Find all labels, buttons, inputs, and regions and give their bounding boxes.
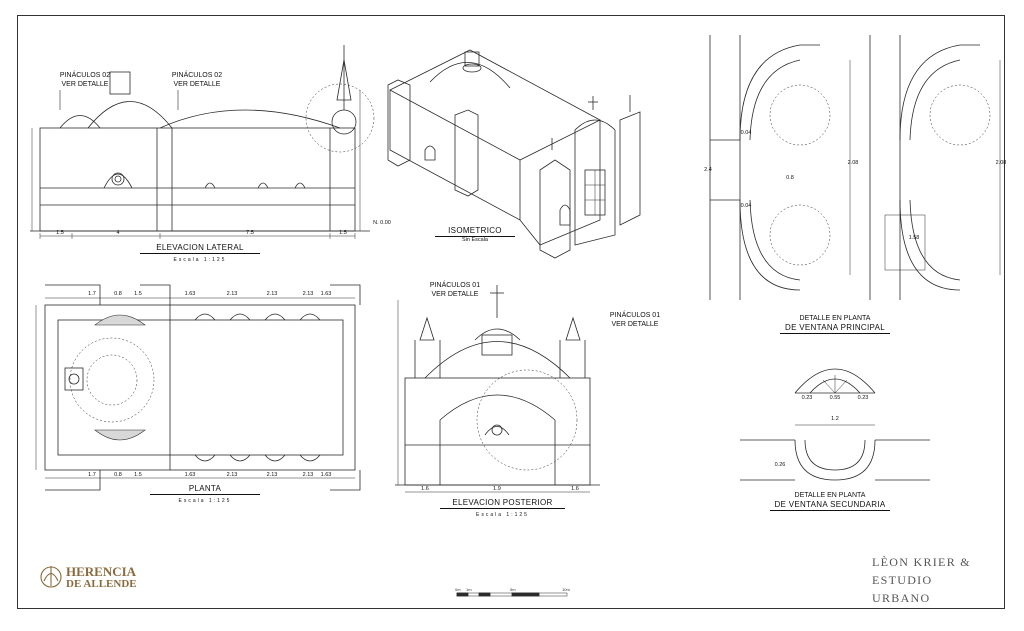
dim-label: 0.04 bbox=[740, 130, 752, 136]
title-ventana-secundaria: DETALLE EN PLANTA DE VENTANA SECUNDARIA bbox=[770, 491, 890, 511]
dim-label: 0.8 bbox=[114, 472, 122, 478]
scalebar-label: 5m bbox=[510, 587, 516, 592]
dim-label: 1.7 bbox=[88, 291, 96, 297]
dim-label: 0.8 bbox=[786, 175, 794, 181]
dim-label: 1.6 bbox=[571, 486, 579, 492]
dim-label: 0.55 bbox=[829, 395, 841, 401]
dim-label: 2.08 bbox=[847, 160, 859, 166]
level-marker: N. 0.00 bbox=[373, 220, 391, 226]
brand-name: HERENCIA DE ALLENDE bbox=[66, 564, 137, 590]
dim-label: 1.63 bbox=[184, 472, 196, 478]
dim-label: 1.58 bbox=[908, 235, 920, 241]
dim-label: 4 bbox=[116, 230, 120, 236]
dim-label: 1.5 bbox=[134, 291, 142, 297]
dim-label: 1.5 bbox=[56, 230, 64, 236]
dim-label: 2.13 bbox=[266, 472, 278, 478]
dim-label: 1.63 bbox=[184, 291, 196, 297]
scalebar-label: 1m bbox=[466, 587, 472, 592]
scale-bar bbox=[456, 592, 568, 597]
elevacion-posterior-drawing bbox=[395, 285, 600, 493]
title-elevacion-lateral: ELEVACION LATERAL Escala 1:125 bbox=[140, 243, 260, 265]
title-ventana-principal: DETALLE EN PLANTA DE VENTANA PRINCIPAL bbox=[780, 314, 890, 334]
title-planta: PLANTA Escala 1:125 bbox=[150, 484, 260, 506]
title-isometrico: ISOMETRICO Sin Escala bbox=[435, 226, 515, 244]
elevacion-lateral-drawing bbox=[30, 45, 375, 239]
dim-label: 1.5 bbox=[339, 230, 347, 236]
dim-label: 2.13 bbox=[266, 291, 278, 297]
firm-name: LÈON KRIER & ESTUDIO URBANO bbox=[872, 555, 971, 605]
dim-label: 0.8 bbox=[114, 291, 122, 297]
dim-label: 1.7 bbox=[88, 472, 96, 478]
title-elevacion-posterior: ELEVACION POSTERIOR Escala 1:125 bbox=[440, 498, 565, 520]
dim-label: 0.23 bbox=[801, 395, 813, 401]
scalebar-label: 0m bbox=[455, 587, 461, 592]
dim-label: 1.63 bbox=[320, 291, 332, 297]
dim-label: 1.63 bbox=[320, 472, 332, 478]
dim-label: 2.08 bbox=[995, 160, 1007, 166]
dim-label: 2.13 bbox=[302, 291, 314, 297]
dim-label: 0.26 bbox=[774, 462, 786, 468]
dim-label: 0.04 bbox=[740, 203, 752, 209]
dim-label: 1.6 bbox=[421, 486, 429, 492]
dim-label: 1.2 bbox=[831, 416, 839, 422]
dim-label: 2.13 bbox=[226, 291, 238, 297]
dim-label: 1.5 bbox=[134, 472, 142, 478]
dim-label: 7.5 bbox=[246, 230, 254, 236]
planta-drawing bbox=[35, 284, 361, 491]
ventana-principal-drawing bbox=[709, 35, 1001, 300]
isometrico-drawing bbox=[387, 49, 641, 259]
scalebar-label: 10m bbox=[562, 587, 570, 592]
dim-label: 1.9 bbox=[493, 486, 501, 492]
dim-label: 2.13 bbox=[226, 472, 238, 478]
dim-label: 2.4 bbox=[704, 167, 712, 173]
dim-label: 2.13 bbox=[302, 472, 314, 478]
brand-emblem-icon bbox=[40, 566, 62, 588]
ventana-secundaria-drawing bbox=[740, 368, 930, 481]
dim-label: 0.23 bbox=[857, 395, 869, 401]
